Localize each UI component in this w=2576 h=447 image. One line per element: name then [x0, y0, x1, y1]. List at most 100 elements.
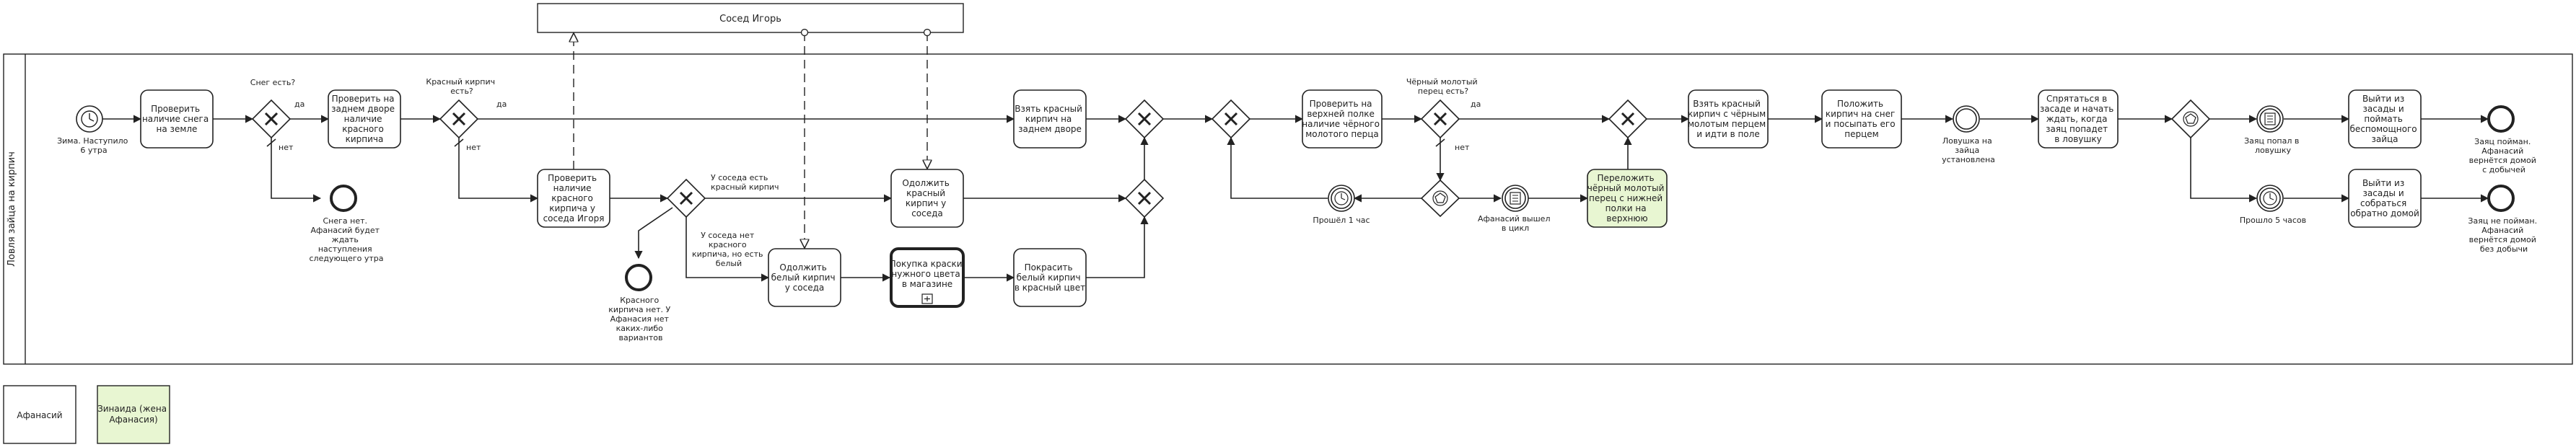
- external-pool: Сосед Игорь: [537, 3, 964, 33]
- task-hide[interactable]: Спрятаться в засаде и начать ждать, когд…: [2038, 89, 2119, 149]
- label-yes-snow: да: [294, 99, 305, 109]
- legend-zinaida-box: [97, 385, 170, 444]
- afanasy-out-label: Афанасий вышел в цикл: [1478, 214, 1553, 233]
- exclusive-x-icon: [1137, 112, 1152, 126]
- gateway-snow-label: Снег есть?: [250, 78, 296, 87]
- gateway-event-based-wait[interactable]: [1420, 179, 1460, 218]
- gateway-snow[interactable]: Снег есть?: [250, 78, 296, 139]
- event-afanasy-out[interactable]: Афанасий вышел в цикл: [1478, 185, 1553, 233]
- task-take-both[interactable]: Взять красный кирпич с чёрным молотым пе…: [1688, 89, 1769, 149]
- svg-text:Покрасить белый кирпич: Покрасить белый кирпич в красный цвет: [1015, 262, 1085, 293]
- svg-text:Положить кирпич на снег: Положить кирпич на снег и посыпать его п…: [1826, 99, 1898, 139]
- gateway-merge-brick[interactable]: [1124, 99, 1165, 139]
- event-hare-caught[interactable]: Заяц попал в ловушку: [2244, 105, 2302, 155]
- svg-text:Переложить чёрный молоты: Переложить чёрный молотый перец с нижней…: [1587, 173, 1668, 224]
- svg-text:Взять красный кирпич с ч: Взять красный кирпич с чёрным молотым пе…: [1688, 99, 1769, 139]
- start-event-label: Зима. Наступило 6 утра: [57, 136, 131, 155]
- label-no-pepper: нет: [1455, 143, 1470, 152]
- label-no-red: нет: [466, 143, 481, 152]
- task-check-igor[interactable]: Проверить наличие красного кирпича у сос…: [537, 169, 610, 228]
- svg-text:Выйти из засады и: Выйти из засады и собраться обратно домо…: [2350, 178, 2419, 218]
- main-pool-label: Ловля зайца на кирпич: [6, 151, 17, 267]
- sequence-flows: [102, 115, 2489, 282]
- exclusive-x-icon: [1621, 112, 1635, 126]
- gateway-igor[interactable]: [666, 178, 706, 218]
- task-take-red[interactable]: Взять красный кирпич на заднем дворе: [1013, 89, 1087, 149]
- gateway-merge-paint[interactable]: [1124, 178, 1165, 218]
- exclusive-x-icon: [1433, 112, 1447, 126]
- task-borrow-white[interactable]: Одолжить белый кирпич у соседа: [768, 248, 841, 307]
- end-event-not-caught[interactable]: Заяц не пойман. Афанасий вернётся домой …: [2468, 185, 2539, 254]
- svg-text:Взять красный кирпич на: Взять красный кирпич на заднем дворе: [1015, 104, 1085, 134]
- timer-event-one-hour[interactable]: Прошёл 1 час: [1313, 185, 1370, 225]
- clock-icon: [1334, 191, 1349, 205]
- svg-text:Проверить на заднем двор: Проверить на заднем дворе наличие красно…: [331, 94, 398, 144]
- task-borrow-red[interactable]: Одолжить красный кирпич у соседа: [890, 169, 964, 228]
- exclusive-x-icon: [264, 112, 279, 126]
- event-trap-set[interactable]: Ловушка на зайца установлена: [1942, 105, 1995, 164]
- label-yes-pepper: да: [1471, 99, 1481, 109]
- end-event-caught[interactable]: Заяц пойман. Афанасий вернётся домой с д…: [2469, 105, 2539, 174]
- main-pool: Ловля зайца на кирпич: [3, 53, 2573, 365]
- task-exit-caught[interactable]: Выйти из засады и поймать беспомощного з…: [2348, 89, 2422, 149]
- exclusive-x-icon: [452, 112, 466, 126]
- message-flows: [574, 32, 927, 247]
- exclusive-x-icon: [1224, 112, 1238, 126]
- svg-text:Проверить наличие: Проверить наличие красного кирпича у сос…: [543, 173, 605, 224]
- task-check-snow[interactable]: Проверить наличие снега на земле: [140, 89, 214, 149]
- legend-afanasy-box: [3, 385, 76, 444]
- gateway-red[interactable]: Красный кирпич есть?: [426, 77, 497, 139]
- end-no-snow-label: Снега нет. Афанасий будет ждать наступле…: [310, 216, 384, 263]
- exclusive-x-icon: [679, 191, 693, 205]
- one-hour-label: Прошёл 1 час: [1313, 216, 1370, 225]
- five-hours-label: Прошло 5 часов: [2240, 216, 2306, 225]
- label-no-snow: нет: [279, 143, 294, 152]
- legend: Афанасий Зинаида (жена Афанасия): [3, 385, 170, 444]
- subprocess-plus-icon[interactable]: [921, 293, 933, 304]
- label-igor-red: У соседа есть красный кирпич: [711, 173, 779, 192]
- svg-text:Покупка краски нужного ц: Покупка краски нужного цвета в магазине: [890, 259, 965, 289]
- svg-text:Одолжить белый кирпич: Одолжить белый кирпич у соседа: [771, 262, 838, 293]
- hare-caught-label: Заяц попал в ловушку: [2244, 136, 2302, 155]
- task-buy-paint[interactable]: Покупка краски нужного цвета в магазине: [890, 247, 965, 308]
- task-paint-white[interactable]: Покрасить белый кирпич в красный цвет: [1013, 248, 1087, 307]
- exclusive-x-icon: [1137, 191, 1152, 205]
- list-icon: [1510, 192, 1521, 205]
- start-event-timer[interactable]: Зима. Наступило 6 утра: [57, 105, 131, 155]
- svg-text:Проверить на верхней пол: Проверить на верхней полке наличие чёрно…: [1302, 99, 1383, 139]
- legend-zinaida-label: Зинаида (жена Афанасия): [97, 404, 170, 425]
- gateway-pepper-label: Чёрный молотый перец есть?: [1406, 77, 1480, 96]
- gateway-pepper[interactable]: Чёрный молотый перец есть?: [1406, 77, 1480, 139]
- clock-icon: [81, 110, 98, 128]
- pentagon-icon: [2183, 111, 2199, 127]
- end-not-caught-label: Заяц не пойман. Афанасий вернётся домой …: [2468, 216, 2539, 254]
- gateway-event-based-trap[interactable]: [2170, 99, 2211, 139]
- external-pool-label: Сосед Игорь: [719, 14, 781, 25]
- task-place-brick[interactable]: Положить кирпич на снег и посыпать его п…: [1821, 89, 1902, 149]
- svg-text:Спрятаться в засаде и на: Спрятаться в засаде и начать ждать, когд…: [2040, 94, 2116, 144]
- clock-icon: [2263, 191, 2277, 205]
- end-caught-label: Заяц пойман. Афанасий вернётся домой с д…: [2469, 137, 2539, 174]
- task-move-pepper[interactable]: Переложить чёрный молотый перец с нижней…: [1587, 169, 1668, 228]
- task-check-yard[interactable]: Проверить на заднем дворе наличие красно…: [328, 89, 401, 149]
- timer-event-five-hours[interactable]: Прошло 5 часов: [2240, 185, 2306, 225]
- end-event-no-red[interactable]: Красного кирпича нет. У Афанасия нет как…: [608, 264, 673, 342]
- label-igor-white: У соседа нет красного кирпича, но есть б…: [692, 231, 766, 268]
- gateway-red-label: Красный кирпич есть?: [426, 77, 497, 96]
- svg-text:Выйти из засады и: Выйти из засады и поймать беспомощного з…: [2350, 94, 2420, 144]
- svg-text:Одолжить красный к: Одолжить красный кирпич у соседа: [902, 178, 952, 218]
- gateway-merge-pepper[interactable]: [1608, 99, 1648, 139]
- list-icon: [2264, 112, 2276, 125]
- gateway-merge-loop[interactable]: [1211, 99, 1251, 139]
- label-yes-red: да: [496, 99, 507, 109]
- pentagon-icon: [1432, 190, 1448, 206]
- default-flow-markers: [266, 138, 1445, 147]
- svg-text:Проверить наличие снега: Проверить наличие снега на земле: [142, 104, 211, 134]
- end-no-red-label: Красного кирпича нет. У Афанасия нет как…: [608, 296, 673, 342]
- flow-labels: да нет да нет да нет У соседа есть красн…: [279, 99, 1481, 268]
- end-event-no-snow[interactable]: Снега нет. Афанасий будет ждать наступле…: [310, 185, 384, 263]
- trap-set-label: Ловушка на зайца установлена: [1942, 136, 1995, 164]
- task-exit-gather[interactable]: Выйти из засады и собраться обратно домо…: [2348, 169, 2422, 228]
- task-check-shelf[interactable]: Проверить на верхней полке наличие чёрно…: [1302, 89, 1383, 149]
